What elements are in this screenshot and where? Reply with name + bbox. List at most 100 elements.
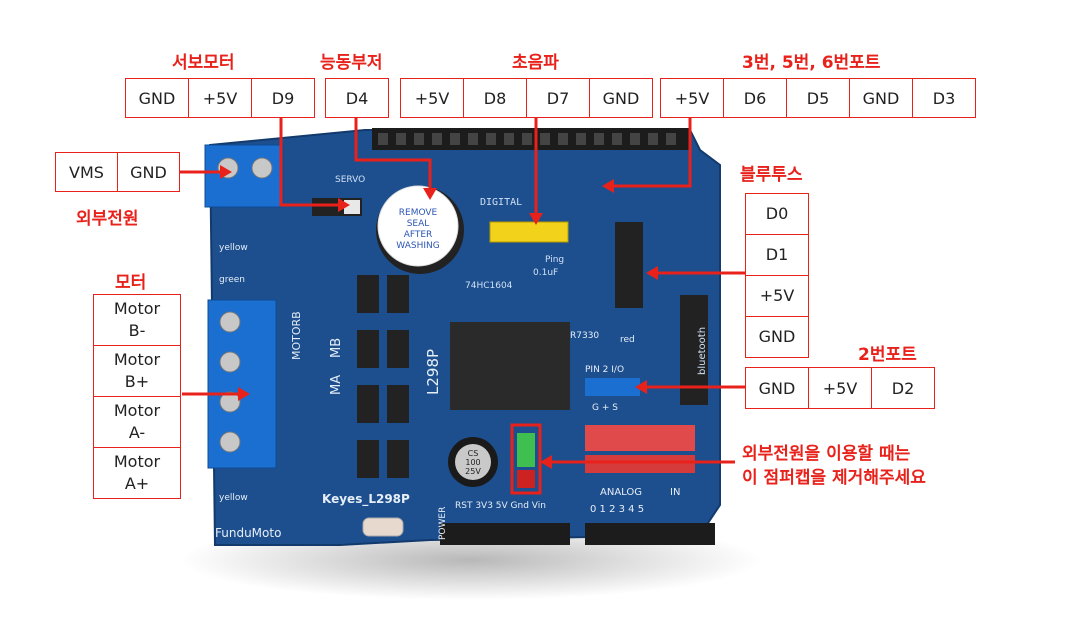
analog-nums-silk: 0 1 2 3 4 5 [590, 504, 644, 515]
arrow-buzzer [354, 118, 432, 190]
r7330-silk: R7330 [570, 331, 599, 341]
bluetooth-pin-box: D0 D1 +5V GND [745, 193, 809, 358]
motor-terminal [207, 299, 277, 469]
label-external-power: 외부전원 [76, 209, 139, 229]
label-servo: 서보모터 [172, 53, 235, 73]
motor-pin-a-minus: Motor A- [94, 397, 180, 448]
motor-pin-b-minus: Motor B- [94, 295, 180, 346]
jumper-note: 외부전원을 이용할 때는 이 점퍼캡을 제거해주세요 [742, 442, 926, 490]
motor-pin-b-plus: Motor B+ [94, 346, 180, 397]
power-silk: POWER [438, 507, 448, 540]
port2-pin-d2: D2 [891, 378, 915, 398]
label-ports356: 3번, 5번, 6번포트 [742, 53, 881, 73]
servo-pin-d9: D9 [271, 88, 295, 108]
servo-pin-gnd: GND [126, 79, 189, 117]
jumper-cap [517, 433, 535, 467]
ultrasonic-pin-d7: D7 [527, 79, 590, 117]
motor-pin-a-plus-l1: Motor [113, 452, 161, 471]
ultrasonic-pin-gnd: GND [602, 88, 640, 108]
jumper-highlight [510, 423, 542, 495]
port2-pin-5v: +5V [809, 368, 872, 408]
diode-array [357, 275, 409, 478]
keyes-silk: Keyes_L298P [322, 492, 410, 507]
motor-pin-a-minus-l1: Motor [113, 401, 161, 420]
remove-seal-3: AFTER [404, 230, 433, 240]
pin2-connector [585, 378, 640, 396]
bluetooth-silk: bluetooth [697, 327, 708, 375]
label-bluetooth: 블루투스 [740, 165, 803, 185]
label-buzzer: 능동부저 [320, 53, 383, 73]
ultrasonic-pin-box: +5V D8 D7 GND [400, 78, 653, 118]
motorb-silk: MOTORB [290, 311, 303, 360]
motor-pin-box: Motor B- Motor B+ Motor A- Motor A+ [93, 294, 181, 499]
ports356-pin-gnd: GND [850, 79, 913, 117]
label-ultrasonic: 초음파 [512, 53, 559, 73]
green-silk: green [219, 275, 245, 285]
l298p-silk: L298P [424, 349, 442, 395]
arrowheads [220, 165, 658, 469]
cap-cs-3: 25V [465, 467, 481, 476]
ports356-pin-5v: +5V [661, 79, 724, 117]
remove-seal-1: REMOVE [399, 208, 438, 218]
power-row-silk: RST 3V3 5V Gnd Vin [455, 501, 546, 511]
crystal [362, 517, 404, 537]
cap-cs-1: CS [468, 449, 479, 458]
port2-pin-gnd: GND [746, 368, 809, 408]
motor-pin-b-plus-l2: B+ [124, 372, 150, 391]
power-pin-gnd: GND [130, 162, 167, 182]
chip-74-silk: 74HC1604 [465, 281, 513, 291]
ports356-pin-d3: D3 [932, 88, 956, 108]
motor-pin-a-minus-l2: A- [128, 423, 146, 442]
buzzer-pin-box: D4 [325, 78, 389, 118]
gs-silk: G + S [592, 403, 618, 413]
cap-silk: 0.1uF [533, 268, 558, 278]
arrows [180, 118, 748, 464]
bluetooth-pin-d1: D1 [746, 235, 808, 276]
power-pin-box: VMS GND [55, 152, 180, 192]
analog-header [585, 523, 715, 545]
servo-silk: SERVO [335, 175, 365, 185]
pin2-silk: PIN 2 I/O [585, 365, 624, 375]
motor-pin-b-minus-l2: B- [128, 321, 146, 340]
bluetooth-pin-5v: +5V [746, 276, 808, 317]
analog-silk: ANALOG [600, 487, 642, 498]
bluetooth-pin-d0: D0 [746, 194, 808, 235]
servo-pin-5v: +5V [189, 79, 252, 117]
mb-silk: MB [329, 338, 344, 358]
motor-pin-a-plus: Motor A+ [94, 448, 180, 498]
bluetooth-header [615, 222, 643, 308]
power-pin-vms: VMS [56, 153, 118, 191]
cap-cs-2: 100 [465, 458, 480, 467]
ping-silk: Ping [545, 255, 564, 265]
jumper-note-line1: 외부전원을 이용할 때는 [742, 444, 911, 464]
power-terminal [204, 144, 284, 208]
arrow-servo [279, 118, 340, 207]
ping-header [489, 221, 569, 243]
analog-in-silk: IN [670, 487, 680, 498]
bluetooth-pin-gnd: GND [758, 327, 796, 346]
remove-seal-2: SEAL [407, 219, 430, 229]
ultrasonic-pin-5v: +5V [401, 79, 464, 117]
fundumoto-silk: FunduMoto [215, 526, 281, 540]
buzzer-pin-d4: D4 [345, 88, 369, 108]
motor-pin-b-minus-l1: Motor [113, 299, 161, 318]
ports356-pin-d5: D5 [787, 79, 850, 117]
yellow-silk-bottom: yellow [219, 493, 248, 503]
ports356-pin-d6: D6 [724, 79, 787, 117]
ma-silk: MA [329, 375, 344, 395]
port2-pin-box: GND +5V D2 [745, 367, 935, 409]
motor-pin-b-plus-l1: Motor [113, 350, 161, 369]
arrow-ports356 [612, 118, 692, 188]
ports356-pin-box: +5V D6 D5 GND D3 [660, 78, 976, 118]
analog-red-header [585, 425, 695, 451]
remove-seal-4: WASHING [396, 241, 439, 251]
servo-pin-box: GND +5V D9 [125, 78, 315, 118]
digital-silk: DIGITAL [480, 197, 522, 208]
digital-header-pins [378, 133, 676, 145]
jumper-note-line2: 이 점퍼캡을 제거해주세요 [742, 468, 926, 488]
yellow-silk-top: yellow [219, 243, 248, 253]
ultrasonic-pin-d8: D8 [464, 79, 527, 117]
l298p-chip [450, 322, 570, 410]
motor-pin-a-plus-l2: A+ [124, 474, 150, 493]
